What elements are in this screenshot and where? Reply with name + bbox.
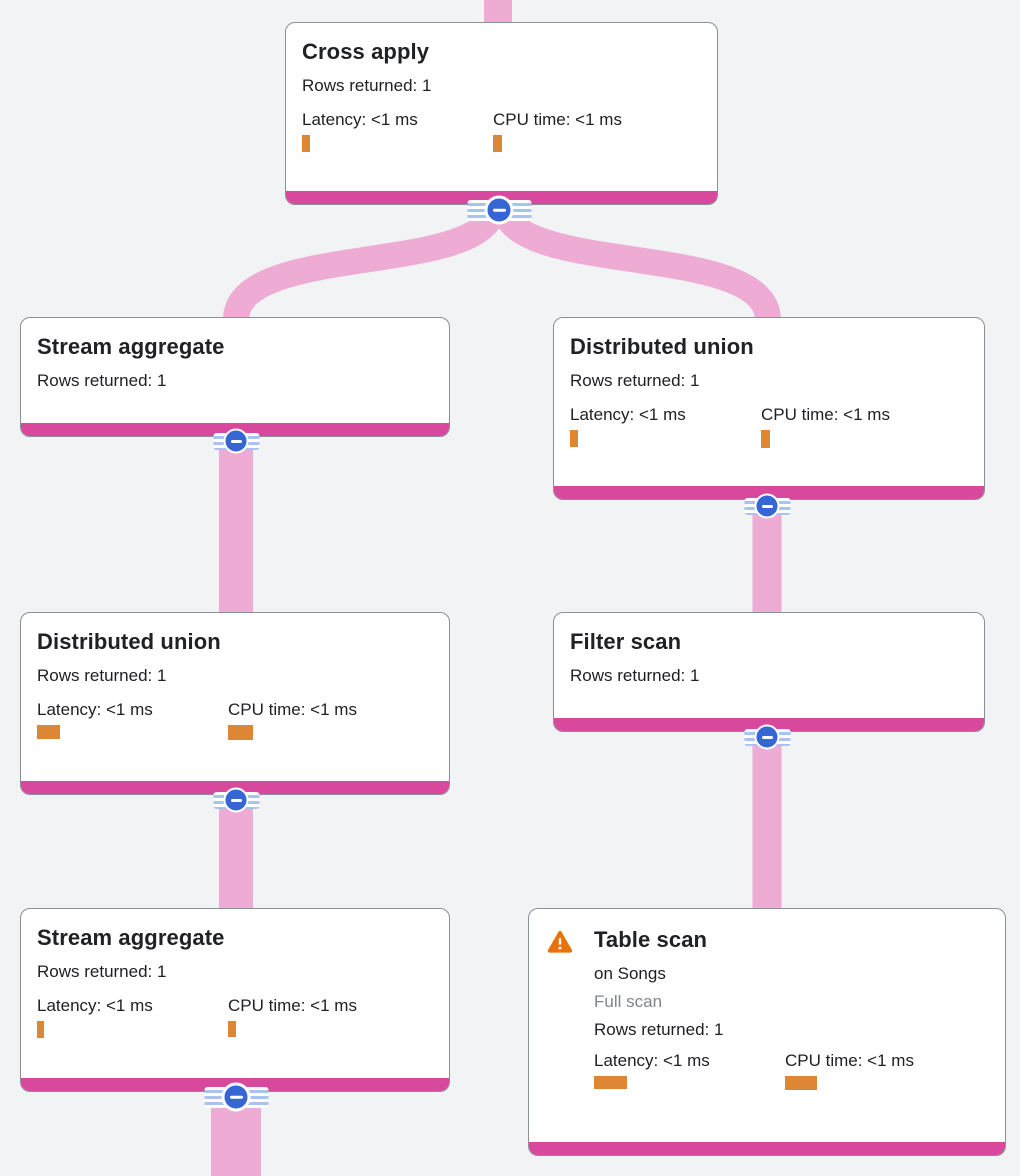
latency-bar — [594, 1076, 627, 1089]
metrics-row: Latency: <1 ms CPU time: <1 ms — [302, 109, 701, 152]
table-scan-text: Table scan on Songs Full scan Rows retur… — [594, 927, 976, 1090]
node-title: Cross apply — [302, 39, 430, 64]
node-accent-bar — [554, 486, 984, 499]
minus-glyph — [761, 735, 773, 739]
latency-metric: Latency: <1 ms — [570, 404, 761, 448]
node-title: Filter scan — [570, 629, 682, 654]
cpu-time-label: CPU time: <1 ms — [228, 996, 357, 1015]
table-name: on Songs — [594, 964, 666, 983]
cpu-time-bar — [228, 725, 253, 740]
minus-glyph — [761, 504, 773, 508]
rows-returned: Rows returned: 1 — [570, 371, 700, 390]
warning-icon — [547, 930, 573, 953]
latency-bar — [570, 430, 578, 447]
rows-returned: Rows returned: 1 — [37, 962, 167, 981]
scan-type: Full scan — [594, 992, 663, 1011]
plan-node-table-scan[interactable]: Table scan on Songs Full scan Rows retur… — [528, 908, 1006, 1156]
cpu-time-bar — [785, 1076, 817, 1090]
cpu-time-metric: CPU time: <1 ms — [761, 404, 952, 448]
minus-glyph — [229, 1095, 243, 1099]
plan-node-stream-aggregate-1[interactable]: Stream aggregate Rows returned: 1 — [20, 317, 450, 437]
cpu-time-bar — [761, 430, 770, 448]
minus-icon — [754, 724, 780, 750]
cpu-time-metric: CPU time: <1 ms — [785, 1050, 976, 1090]
table-scan-content: Table scan on Songs Full scan Rows retur… — [545, 927, 989, 1090]
minus-icon — [221, 1082, 251, 1112]
minus-icon — [754, 493, 780, 519]
latency-label: Latency: <1 ms — [37, 700, 153, 719]
metrics-row: Latency: <1 ms CPU time: <1 ms — [37, 699, 433, 740]
latency-label: Latency: <1 ms — [570, 405, 686, 424]
minus-icon — [223, 428, 249, 454]
plan-node-filter-scan[interactable]: Filter scan Rows returned: 1 — [553, 612, 985, 732]
edge-cross-apply-to-distributed-union — [491, 201, 781, 322]
latency-metric: Latency: <1 ms — [594, 1050, 785, 1090]
collapse-button-filter-scan[interactable] — [744, 724, 790, 750]
node-accent-bar — [529, 1142, 1005, 1155]
node-title: Distributed union — [570, 334, 754, 359]
latency-label: Latency: <1 ms — [594, 1051, 710, 1070]
node-title: Stream aggregate — [37, 334, 225, 359]
collapse-button-stream-aggregate-2[interactable] — [204, 1082, 268, 1112]
edge-cross-apply-to-stream-aggregate — [223, 201, 507, 322]
cpu-time-label: CPU time: <1 ms — [761, 405, 890, 424]
latency-metric: Latency: <1 ms — [302, 109, 493, 152]
minus-glyph — [230, 798, 242, 802]
collapse-button-cross-apply[interactable] — [467, 195, 531, 225]
latency-metric: Latency: <1 ms — [37, 699, 228, 740]
cpu-time-bar — [493, 135, 502, 152]
latency-metric: Latency: <1 ms — [37, 995, 228, 1038]
latency-bar — [302, 135, 310, 152]
cpu-time-metric: CPU time: <1 ms — [228, 699, 419, 740]
cpu-time-label: CPU time: <1 ms — [493, 110, 622, 129]
node-title: Table scan — [594, 927, 708, 952]
plan-node-distributed-union-right[interactable]: Distributed union Rows returned: 1 Laten… — [553, 317, 985, 500]
minus-glyph — [230, 439, 242, 443]
collapse-button-distributed-union-left[interactable] — [213, 787, 259, 813]
minus-icon — [484, 195, 514, 225]
cpu-time-metric: CPU time: <1 ms — [228, 995, 419, 1038]
cpu-time-label: CPU time: <1 ms — [785, 1051, 914, 1070]
cpu-time-label: CPU time: <1 ms — [228, 700, 357, 719]
minus-glyph — [492, 208, 506, 212]
latency-label: Latency: <1 ms — [302, 110, 418, 129]
rows-returned: Rows returned: 1 — [37, 666, 167, 685]
node-title: Stream aggregate — [37, 925, 225, 950]
node-title: Distributed union — [37, 629, 221, 654]
collapse-button-distributed-union-right[interactable] — [744, 493, 790, 519]
metrics-row: Latency: <1 ms CPU time: <1 ms — [37, 995, 433, 1038]
rows-returned: Rows returned: 1 — [594, 1020, 724, 1039]
latency-bar — [37, 1021, 44, 1038]
rows-returned: Rows returned: 1 — [570, 666, 700, 685]
rows-returned: Rows returned: 1 — [302, 76, 432, 95]
plan-node-stream-aggregate-2[interactable]: Stream aggregate Rows returned: 1 Latenc… — [20, 908, 450, 1092]
minus-icon — [223, 787, 249, 813]
cpu-time-metric: CPU time: <1 ms — [493, 109, 684, 152]
plan-node-cross-apply[interactable]: Cross apply Rows returned: 1 Latency: <1… — [285, 22, 718, 205]
collapse-button-stream-aggregate-1[interactable] — [213, 428, 259, 454]
metrics-row: Latency: <1 ms CPU time: <1 ms — [570, 404, 968, 448]
latency-label: Latency: <1 ms — [37, 996, 153, 1015]
plan-node-distributed-union-left[interactable]: Distributed union Rows returned: 1 Laten… — [20, 612, 450, 795]
latency-bar — [37, 725, 60, 739]
metrics-row: Latency: <1 ms CPU time: <1 ms — [594, 1050, 976, 1090]
rows-returned: Rows returned: 1 — [37, 371, 167, 390]
cpu-time-bar — [228, 1021, 236, 1037]
